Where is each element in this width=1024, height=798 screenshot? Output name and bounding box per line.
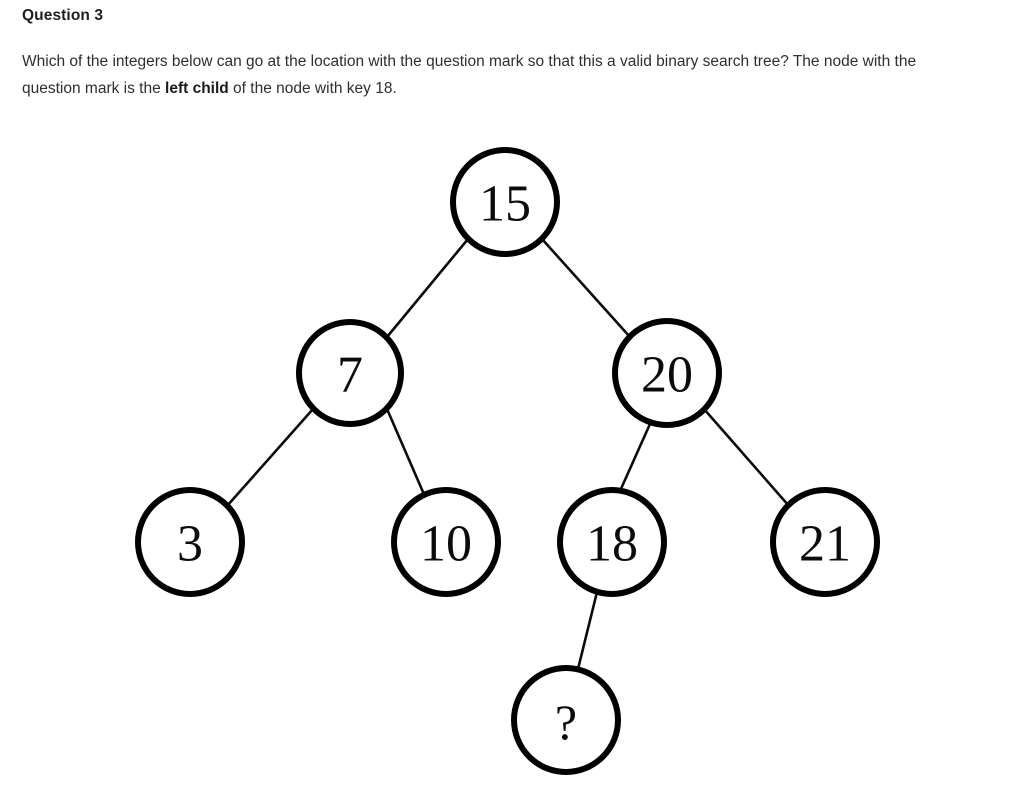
tree-svg: 15 7 20 3 10 18 21? [135, 147, 880, 775]
tree-node-7: 7 [296, 319, 404, 427]
tree-node-15: 15 [450, 147, 560, 257]
tree-node-21: 21 [770, 487, 880, 597]
node-label: 7 [337, 347, 363, 404]
tree-node-3: 3 [135, 487, 245, 597]
node-label: 20 [641, 347, 693, 404]
tree-edge-n7-n3 [225, 407, 315, 508]
node-circle [296, 319, 404, 427]
tree-edge-n18-nq [576, 590, 599, 671]
tree-edge-n20-n18 [618, 422, 652, 493]
node-circle [511, 665, 621, 775]
tree-edge-n15-n7 [385, 237, 470, 339]
tree-node-layer: 15 7 20 3 10 18 21? [135, 147, 880, 775]
node-circle [770, 487, 880, 597]
tree-edge-n15-n20 [540, 237, 632, 339]
tree-edge-n7-n10 [385, 407, 425, 494]
tree-node-18: 18 [557, 487, 667, 597]
node-label: 18 [586, 516, 638, 573]
page-title: Question 3 [22, 7, 104, 24]
question-prompt: Which of the integers below can go at th… [22, 48, 972, 102]
node-circle [391, 487, 501, 597]
tree-node-10: 10 [391, 487, 501, 597]
prompt-text-part1: Which of the integers below can go at th… [22, 53, 917, 97]
node-label: ? [555, 694, 577, 750]
node-circle [612, 318, 722, 428]
node-circle [135, 487, 245, 597]
tree-node-question-mark: ? [511, 665, 621, 775]
tree-node-20: 20 [612, 318, 722, 428]
tree-edge-n20-n21 [702, 407, 791, 508]
tree-edge-layer [225, 237, 791, 671]
question-block: Question 3 Which of the integers below c… [22, 6, 982, 102]
node-label: 10 [420, 516, 472, 573]
prompt-emphasis: left child [165, 80, 229, 97]
node-circle [450, 147, 560, 257]
prompt-text-part2: of the node with key 18. [228, 80, 397, 97]
node-label: 21 [799, 516, 851, 573]
node-label: 15 [479, 176, 531, 233]
binary-search-tree-diagram: 15 7 20 3 10 18 21? [0, 110, 1024, 798]
node-label: 3 [177, 516, 203, 573]
node-circle [557, 487, 667, 597]
